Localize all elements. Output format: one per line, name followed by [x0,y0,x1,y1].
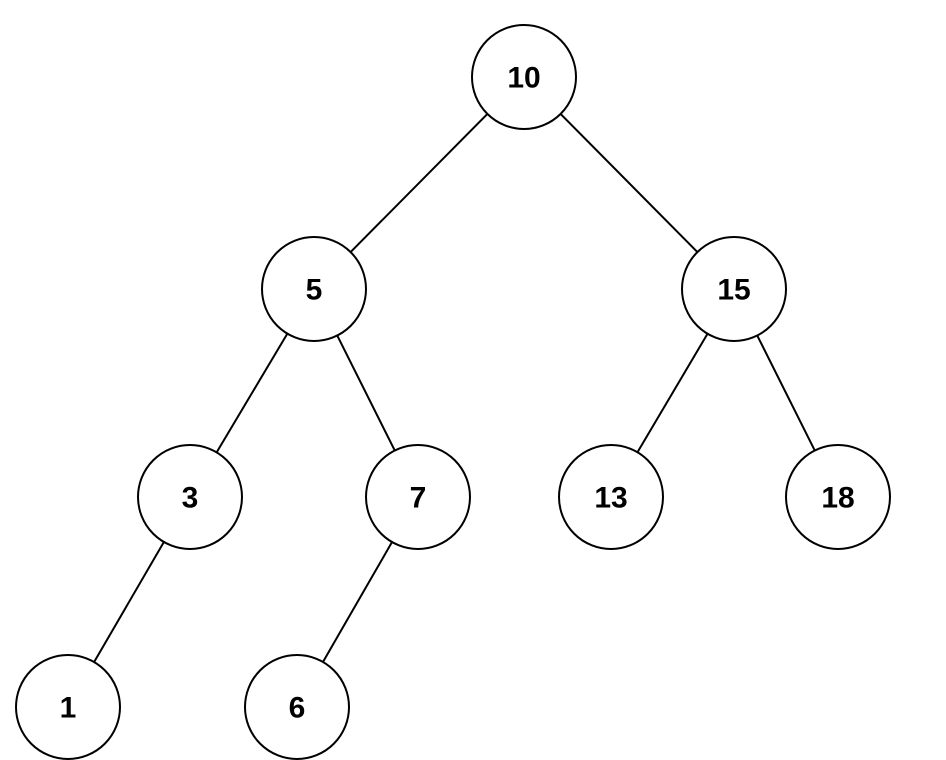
edge-n15-n18 [756,335,816,451]
edge-n7-n6 [322,541,393,663]
node-label: 5 [306,274,323,307]
tree-node-13: 13 [558,444,664,550]
node-circle [785,444,891,550]
tree-node-18: 18 [785,444,891,550]
edge-n3-n1 [93,541,165,663]
tree-node-10: 10 [471,24,577,130]
node-circle [471,24,577,130]
node-circle [681,236,787,342]
node-label: 13 [594,482,627,515]
tree-node-15: 15 [681,236,787,342]
node-label: 10 [507,62,540,95]
tree-node-6: 6 [244,654,350,760]
node-circle [15,654,121,760]
node-circle [137,444,243,550]
nodes-layer: 10 5 15 3 7 13 18 1 6 [15,24,891,760]
node-circle [558,444,664,550]
edge-n15-n13 [636,333,709,453]
node-circle [365,444,471,550]
node-label: 15 [717,274,750,307]
node-label: 3 [182,482,199,515]
node-circle [244,654,350,760]
tree-node-5: 5 [261,236,367,342]
tree-node-3: 3 [137,444,243,550]
node-label: 18 [821,482,854,515]
node-label: 7 [410,482,427,515]
edge-n10-n15 [559,113,699,253]
node-circle [261,236,367,342]
tree-node-7: 7 [365,444,471,550]
node-label: 1 [60,692,77,725]
edge-n10-n5 [349,113,489,253]
edge-n5-n7 [336,335,396,451]
node-label: 6 [289,692,306,725]
edges-layer [93,113,816,663]
tree-node-1: 1 [15,654,121,760]
edge-n5-n3 [215,333,289,453]
